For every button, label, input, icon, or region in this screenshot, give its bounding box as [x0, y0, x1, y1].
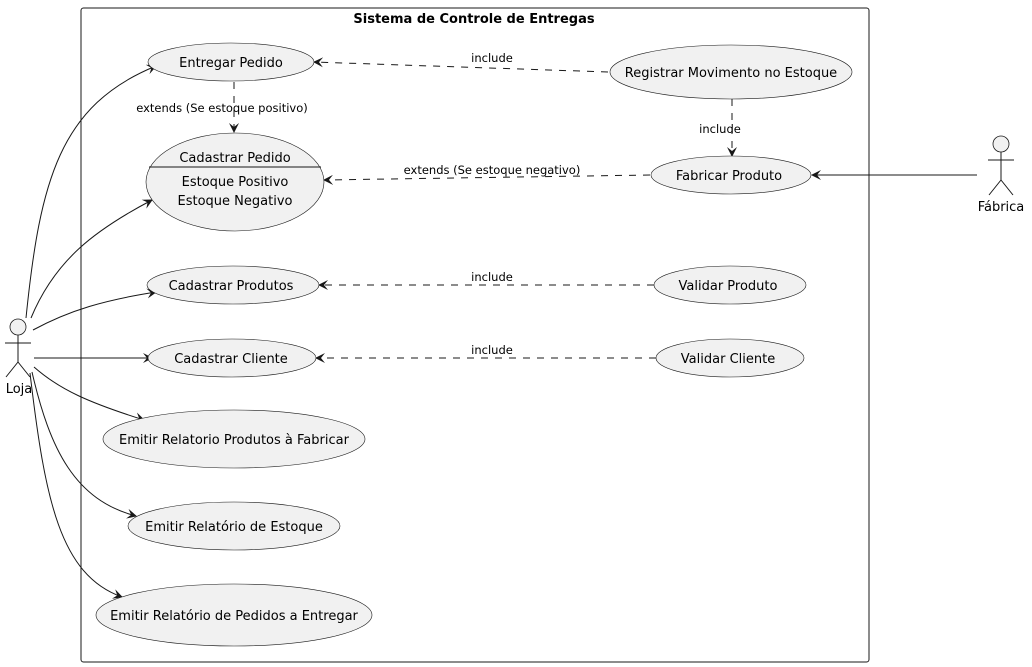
usecase-cadastrar-cliente-label: Cadastrar Cliente: [174, 352, 288, 367]
usecase-relatorio-pedidos[interactable]: Emitir Relatório de Pedidos a Entregar: [95, 583, 373, 647]
extends-negativo-label: extends (Se estoque negativo): [404, 163, 581, 177]
include-label-3: include: [471, 270, 513, 284]
actor-fabrica-left-leg: [988, 179, 1002, 196]
usecase-validar-cliente[interactable]: Validar Cliente: [655, 338, 805, 378]
actor-loja-left-leg: [5, 361, 19, 378]
usecase-relatorio-estoque-label: Emitir Relatório de Estoque: [145, 520, 323, 535]
usecase-entregar-pedido[interactable]: Entregar Pedido: [147, 42, 315, 82]
actor-loja-head: [9, 318, 27, 336]
usecase-entregar-pedido-label: Entregar Pedido: [179, 56, 283, 71]
usecase-cadastrar-pedido-line1: Estoque Positivo: [182, 175, 289, 190]
usecase-validar-produto-label: Validar Produto: [679, 279, 778, 294]
usecase-relatorio-estoque[interactable]: Emitir Relatório de Estoque: [127, 501, 341, 551]
usecase-registrar-movimento-label: Registrar Movimento no Estoque: [625, 66, 837, 81]
include-label-2: include: [699, 122, 741, 136]
usecase-cadastrar-pedido[interactable]: Cadastrar Pedido Estoque Positivo Estoqu…: [145, 132, 325, 232]
extends-fabricar-to-cadastrar-pedido: [323, 174, 651, 185]
extends-positivo-label: extends (Se estoque positivo): [136, 101, 308, 115]
usecase-fabricar-produto[interactable]: Fabricar Produto: [650, 155, 812, 195]
actor-loja-right-leg: [17, 361, 31, 378]
actor-fabrica-label: Fábrica: [978, 200, 1025, 215]
usecase-cadastrar-pedido-title: Cadastrar Pedido: [179, 151, 290, 166]
actor-loja[interactable]: Loja: [5, 318, 33, 397]
system-title: Sistema de Controle de Entregas: [353, 12, 594, 27]
usecase-fabricar-produto-label: Fabricar Produto: [676, 169, 782, 184]
usecase-cadastrar-pedido-line2: Estoque Negativo: [178, 194, 293, 209]
usecase-validar-produto[interactable]: Validar Produto: [653, 265, 807, 305]
actor-fabrica-right-leg: [1000, 179, 1014, 196]
usecase-relatorio-fabricar[interactable]: Emitir Relatorio Produtos à Fabricar: [102, 409, 366, 469]
link-loja-relatorio-fabricar: [33, 366, 145, 423]
usecase-relatorio-fabricar-label: Emitir Relatorio Produtos à Fabricar: [119, 433, 350, 448]
usecase-cadastrar-produtos-label: Cadastrar Produtos: [169, 279, 294, 294]
link-loja-relatorio-pedidos: [29, 372, 123, 599]
actor-loja-label: Loja: [6, 382, 33, 397]
usecase-relatorio-pedidos-label: Emitir Relatório de Pedidos a Entregar: [110, 609, 358, 624]
actor-fabrica[interactable]: Fábrica: [978, 135, 1025, 215]
usecase-validar-cliente-label: Validar Cliente: [681, 352, 775, 367]
usecase-cadastrar-produtos[interactable]: Cadastrar Produtos: [146, 265, 320, 305]
usecase-cadastrar-cliente[interactable]: Cadastrar Cliente: [147, 338, 317, 378]
link-loja-cadastrar-pedido: [30, 199, 153, 319]
actor-fabrica-head: [992, 135, 1010, 153]
link-loja-relatorio-estoque: [31, 371, 137, 519]
link-loja-cadastrar-produtos: [32, 288, 157, 331]
link-loja-entregar-pedido: [25, 64, 157, 319]
include-label-1: include: [471, 51, 513, 65]
usecase-registrar-movimento[interactable]: Registrar Movimento no Estoque: [609, 44, 853, 100]
include-label-4: include: [471, 343, 513, 357]
